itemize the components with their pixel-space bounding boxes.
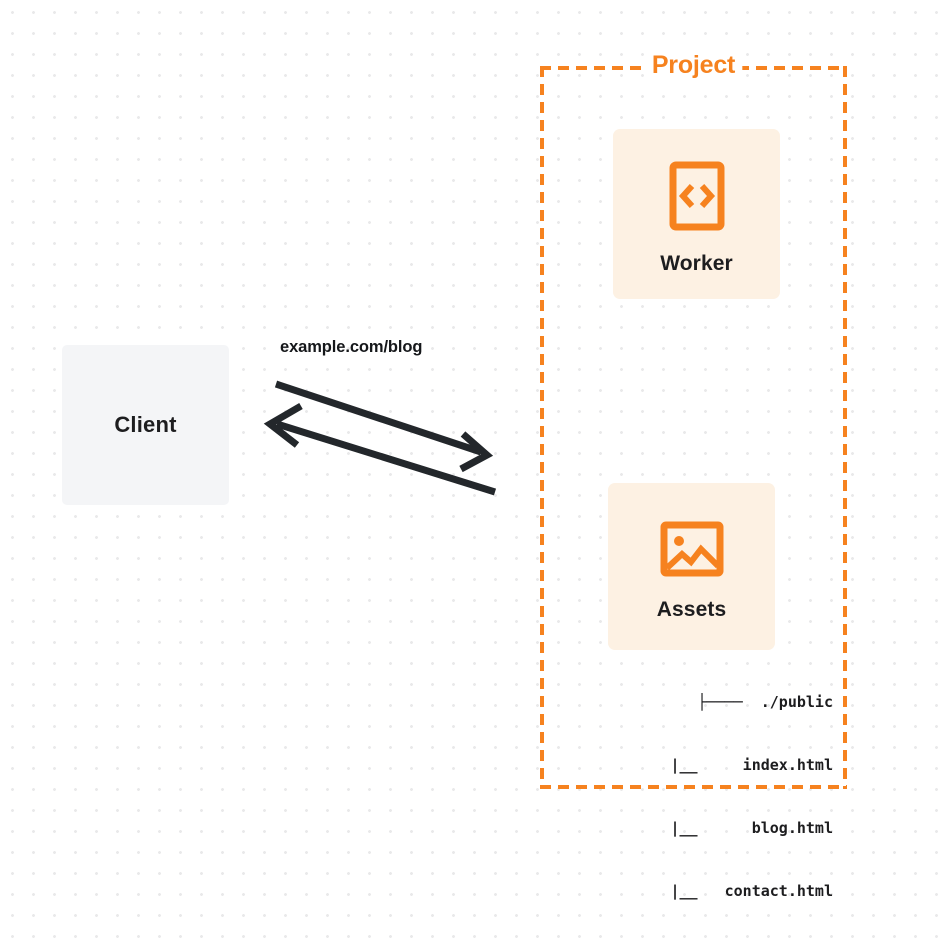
worker-label: Worker xyxy=(660,252,733,275)
project-border-right xyxy=(843,66,847,789)
assets-label: Assets xyxy=(656,598,727,621)
response-arrow xyxy=(263,402,497,496)
image-icon xyxy=(660,521,724,582)
worker-node[interactable]: Worker xyxy=(613,129,780,299)
project-container: Project Worker Assets ├──── ./public |__… xyxy=(540,51,847,900)
file-tree-row: |__ index.html xyxy=(670,756,833,774)
client-label: Client xyxy=(114,412,177,437)
file-tree-row: |__ contact.html xyxy=(670,882,833,900)
file-tree-row: |__ blog.html xyxy=(670,819,833,837)
request-arrow xyxy=(274,380,494,473)
code-file-icon xyxy=(669,161,725,236)
project-title: Project xyxy=(644,51,743,80)
project-border-bottom xyxy=(540,785,847,789)
client-node[interactable]: Client xyxy=(62,345,229,505)
file-tree-row: ├──── ./public xyxy=(697,693,833,711)
assets-file-tree: ├──── ./public |__ index.html |__ blog.h… xyxy=(588,650,833,944)
assets-node[interactable]: Assets xyxy=(608,483,775,650)
project-border-left xyxy=(540,66,544,789)
connection-url-label: example.com/blog xyxy=(280,338,423,356)
